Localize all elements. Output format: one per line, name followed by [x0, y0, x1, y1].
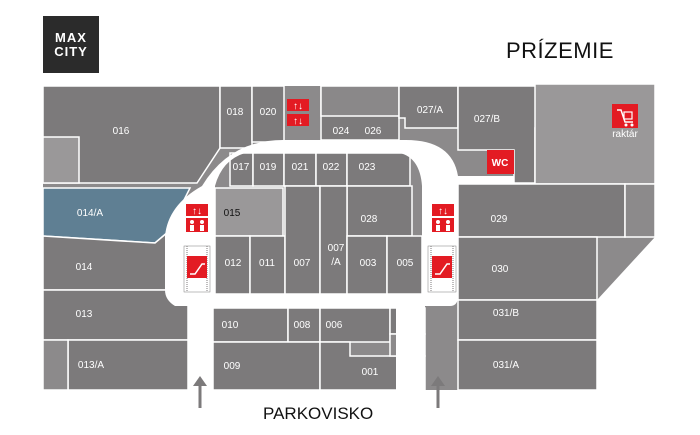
unit-019[interactable] [252, 152, 285, 187]
unit-030[interactable] [457, 236, 598, 301]
unit-029-side [624, 183, 656, 238]
unit-label-024: 024 [333, 126, 350, 137]
unit-022[interactable] [315, 152, 348, 187]
unit-013a[interactable] [67, 339, 189, 391]
unit-label-022: 022 [323, 162, 340, 173]
unit-label-007a-line1: 007 [328, 243, 345, 254]
unit-label-028: 028 [361, 214, 378, 225]
unit-011[interactable] [249, 235, 286, 295]
unit-009[interactable] [212, 341, 321, 391]
unit-024-026-top [320, 85, 400, 117]
corridor-main [165, 140, 514, 390]
logo-line1: MAX [55, 29, 87, 45]
unit-label-023: 023 [359, 162, 376, 173]
unit-031a[interactable] [457, 339, 598, 391]
storage-label: raktár [612, 129, 638, 140]
unit-015[interactable] [214, 187, 284, 237]
unit-label-015: 015 [224, 208, 241, 219]
logo-line2: CITY [54, 43, 88, 59]
elevator-icon[interactable]: ↑↓ ↑↓ [287, 99, 309, 127]
unit-007a[interactable] [319, 185, 348, 295]
unit-label-016: 016 [113, 126, 130, 137]
unit-label-020: 020 [260, 107, 277, 118]
unit-013[interactable] [42, 289, 189, 341]
unit-label-007a-line2: /A [331, 257, 341, 268]
elevator-icon[interactable]: ↑↓ [186, 204, 208, 217]
wc-icon[interactable]: WC [487, 150, 514, 174]
unit-label-017: 017 [233, 162, 250, 173]
unit-label-011: 011 [259, 258, 275, 269]
unit-007[interactable] [284, 185, 321, 295]
unit-label-009: 009 [224, 361, 241, 372]
unit-label-012: 012 [225, 258, 242, 269]
unit-label-006: 006 [326, 320, 343, 331]
svg-text:↑↓: ↑↓ [438, 206, 448, 217]
svg-text:↑↓: ↑↓ [293, 116, 303, 127]
escalator-icon[interactable] [427, 245, 457, 293]
unit-label-030: 030 [492, 264, 509, 275]
unit-013a-side [42, 339, 69, 391]
unit-label-031b: 031/B [493, 308, 519, 319]
unit-label-027a: 027/A [417, 105, 443, 116]
unit-016-annex [42, 136, 80, 184]
svg-text:↑↓: ↑↓ [192, 206, 202, 217]
unit-label-027b: 027/B [474, 114, 500, 125]
unit-label-018: 018 [227, 107, 244, 118]
unit-031b[interactable] [457, 299, 598, 341]
unit-label-008: 008 [294, 320, 311, 331]
parking-label: PARKOVISKO [263, 404, 374, 423]
arrow-up-icon [431, 376, 445, 408]
unit-label-001: 001 [362, 367, 379, 378]
wc-label: WC [492, 158, 509, 169]
unit-label-002: 002 [399, 316, 416, 327]
unit-label-014a: 014/A [77, 208, 103, 219]
unit-label-029: 029 [491, 214, 508, 225]
escalator-icon[interactable] [183, 245, 211, 293]
arrow-up-icon [193, 376, 207, 408]
unit-label-010: 010 [222, 320, 239, 331]
unit-label-019: 019 [260, 162, 277, 173]
unit-label-003: 003 [360, 258, 377, 269]
max-city-logo[interactable]: MAX CITY [43, 16, 99, 73]
unit-label-031a: 031/A [493, 360, 519, 371]
trolley-icon [612, 104, 638, 128]
svg-text:↑↓: ↑↓ [293, 101, 303, 112]
restroom-icon[interactable] [432, 218, 454, 232]
unit-023[interactable] [346, 152, 411, 187]
elevator-icon[interactable]: ↑↓ [432, 204, 454, 217]
unit-029[interactable] [457, 183, 626, 238]
unit-label-007: 007 [294, 258, 311, 269]
unit-label-013: 013 [76, 309, 93, 320]
unit-label-021: 021 [292, 162, 309, 173]
unit-label-005: 005 [397, 258, 414, 269]
unit-018[interactable] [219, 85, 253, 149]
unit-006[interactable] [319, 307, 391, 343]
floor-title: PRÍZEMIE [506, 38, 614, 63]
restroom-icon[interactable] [186, 218, 208, 232]
unit-028[interactable] [346, 185, 413, 237]
unit-005[interactable] [386, 235, 423, 295]
unit-label-013a: 013/A [78, 360, 104, 371]
unit-label-026: 026 [365, 126, 382, 137]
unit-label-014: 014 [76, 262, 93, 273]
